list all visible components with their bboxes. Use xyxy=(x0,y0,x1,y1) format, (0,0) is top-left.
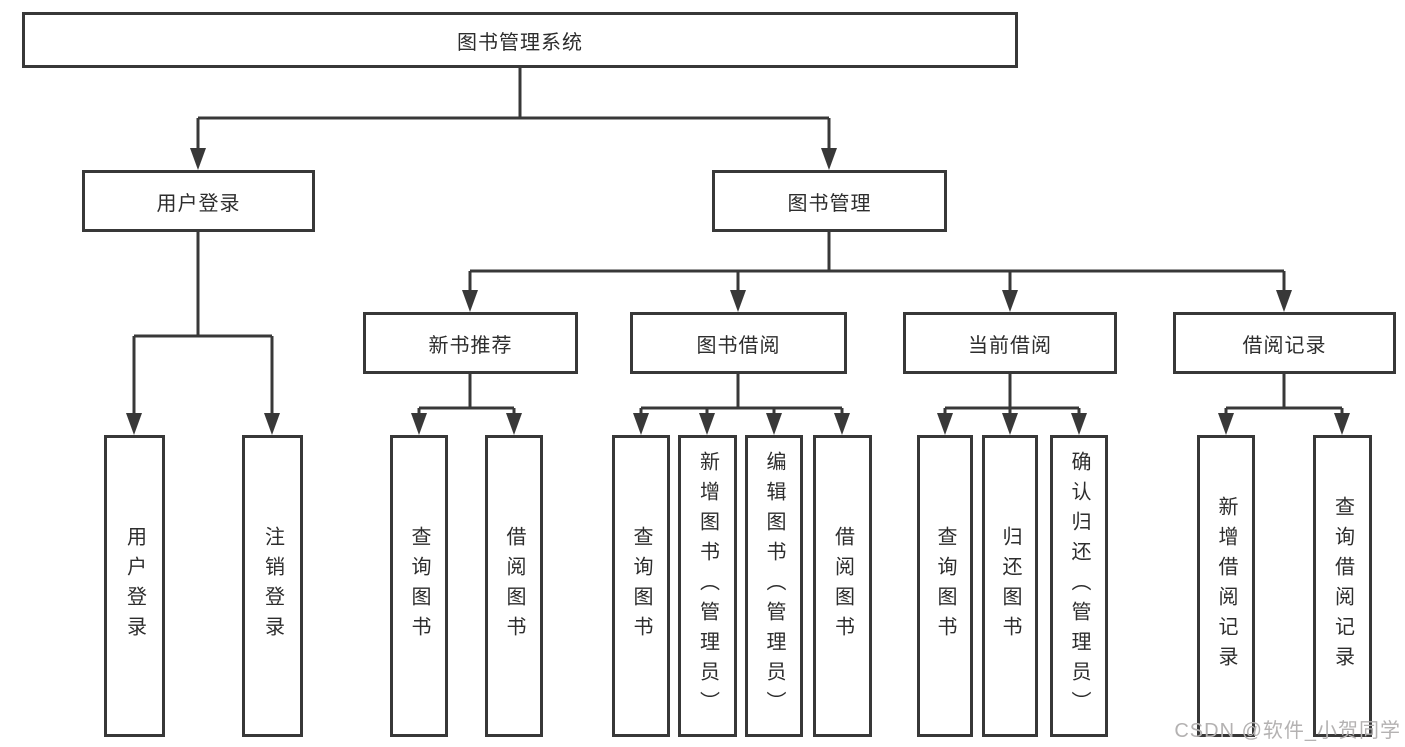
leaf-borrow-books-1-label: 借阅图书 xyxy=(503,526,525,646)
leaf-edit-book-admin-label: 编辑图书（管理员） xyxy=(763,451,785,721)
leaf-user-login-label: 用户登录 xyxy=(123,526,146,646)
csdn-watermark: CSDN @软件_小贺同学 xyxy=(1174,720,1401,742)
node-borrowing-records-label: 借阅记录 xyxy=(1242,334,1327,357)
leaf-borrow-books-2-label: 借阅图书 xyxy=(831,526,854,646)
node-current-borrowing-label: 当前借阅 xyxy=(968,334,1052,357)
leaf-add-borrow-record: 新增借阅记录 xyxy=(1197,435,1255,737)
node-current-borrowing: 当前借阅 xyxy=(903,312,1117,374)
leaf-borrow-books-1: 借阅图书 xyxy=(485,435,543,737)
leaf-query-borrow-record: 查询借阅记录 xyxy=(1313,435,1372,737)
arrowheads xyxy=(126,148,1350,435)
node-new-book-recommend: 新书推荐 xyxy=(363,312,578,374)
leaf-query-books-1-label: 查询图书 xyxy=(408,526,430,646)
connector-root xyxy=(196,68,831,150)
leaf-query-books-3: 查询图书 xyxy=(917,435,973,737)
node-book-management: 图书管理 xyxy=(712,170,947,232)
leaf-confirm-return-admin-label: 确认归还（管理员） xyxy=(1068,451,1090,721)
node-book-borrowing-label: 图书借阅 xyxy=(696,334,781,357)
leaf-logout-label: 注销登录 xyxy=(261,526,284,646)
leaf-query-borrow-record-label: 查询借阅记录 xyxy=(1331,496,1354,676)
leaf-confirm-return-admin: 确认归还（管理员） xyxy=(1050,435,1108,737)
connector-borrowing-records xyxy=(1224,374,1344,414)
node-book-borrowing: 图书借阅 xyxy=(630,312,847,374)
connector-new-book-recommend xyxy=(417,374,516,414)
leaf-user-login: 用户登录 xyxy=(104,435,165,737)
leaf-borrow-books-2: 借阅图书 xyxy=(813,435,872,737)
leaf-edit-book-admin: 编辑图书（管理员） xyxy=(745,435,803,737)
leaf-add-book-admin-label: 新增图书（管理员） xyxy=(696,451,719,721)
node-new-book-recommend-label: 新书推荐 xyxy=(428,334,513,357)
node-borrowing-records: 借阅记录 xyxy=(1173,312,1396,374)
connector-current-borrowing xyxy=(943,374,1081,414)
leaf-query-books-2: 查询图书 xyxy=(612,435,670,737)
node-user-login-label: 用户登录 xyxy=(156,192,241,215)
node-root-system: 图书管理系统 xyxy=(22,12,1018,68)
leaf-add-borrow-record-label: 新增借阅记录 xyxy=(1215,496,1237,676)
connector-book-borrowing xyxy=(639,374,844,414)
node-book-management-label: 图书管理 xyxy=(787,192,872,215)
leaf-query-books-2-label: 查询图书 xyxy=(630,526,652,646)
leaf-add-book-admin: 新增图书（管理员） xyxy=(678,435,737,737)
leaf-logout: 注销登录 xyxy=(242,435,303,737)
leaf-query-books-3-label: 查询图书 xyxy=(934,526,956,646)
node-root-label: 图书管理系统 xyxy=(457,31,583,54)
connector-book-management xyxy=(468,232,1286,292)
leaf-query-books-1: 查询图书 xyxy=(390,435,448,737)
leaf-return-book-label: 归还图书 xyxy=(999,526,1021,646)
connector-user-login xyxy=(132,232,274,414)
node-user-login: 用户登录 xyxy=(82,170,315,232)
leaf-return-book: 归还图书 xyxy=(982,435,1038,737)
